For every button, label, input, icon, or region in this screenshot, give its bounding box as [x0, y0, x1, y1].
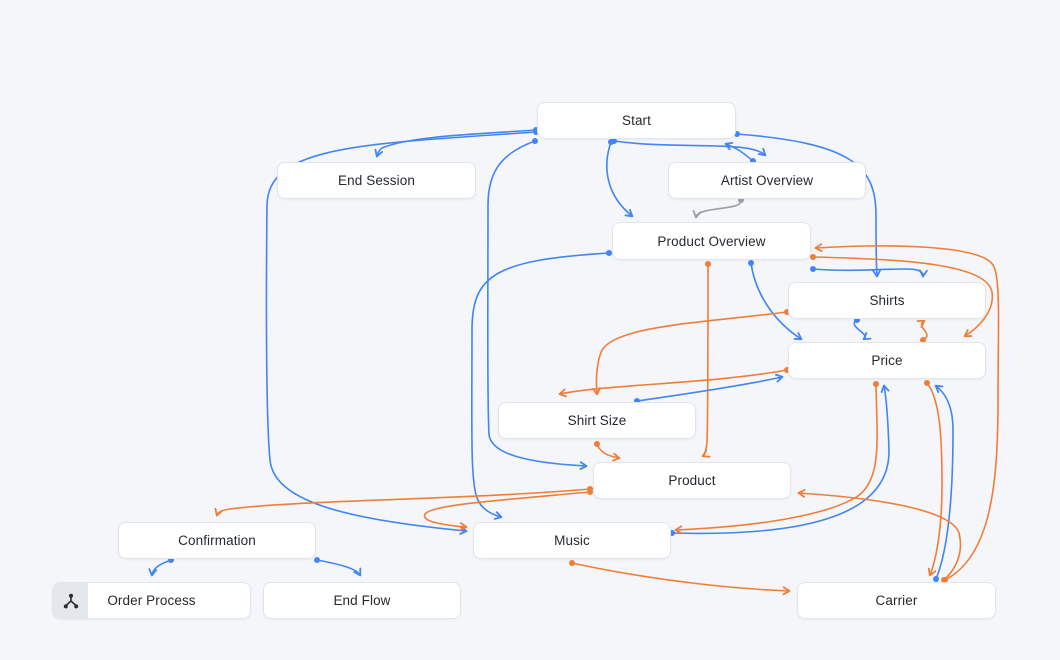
flow-node-confirmation[interactable]: Confirmation [118, 522, 316, 559]
node-label: Shirts [869, 293, 905, 308]
flow-node-end-session[interactable]: End Session [277, 162, 476, 199]
edge-product-overview-to-shirts[interactable] [812, 268, 928, 278]
edge-product-overview-to-price[interactable] [812, 256, 993, 338]
edge-source-dot [611, 138, 617, 144]
node-label: Confirmation [178, 533, 256, 548]
edge-start-to-music[interactable] [265, 131, 537, 535]
node-label: End Flow [333, 593, 391, 608]
edge-shirts-to-price[interactable] [853, 319, 872, 341]
node-label: Carrier [875, 593, 918, 608]
node-label: Shirt Size [567, 413, 627, 428]
edge-start-to-artist-overview[interactable] [613, 140, 767, 157]
subflow-icon [53, 583, 88, 618]
edge-artist-overview-to-start[interactable] [724, 141, 754, 162]
flow-node-order-process[interactable]: Order Process [52, 582, 251, 619]
node-label: Product [668, 473, 716, 488]
node-label: Start [621, 113, 651, 128]
edge-source-dot [810, 266, 816, 272]
edge-source-dot [532, 138, 538, 144]
edge-shirts-to-shirt-size[interactable] [592, 311, 788, 396]
edge-product-to-music[interactable] [423, 491, 591, 531]
edge-confirmation-to-end-flow[interactable] [316, 559, 362, 577]
flow-node-carrier[interactable]: Carrier [797, 582, 996, 619]
edge-source-dot [314, 557, 320, 563]
node-label: Artist Overview [720, 173, 814, 188]
flow-node-product-overview[interactable]: Product Overview [612, 222, 811, 260]
flow-node-shirt-size[interactable]: Shirt Size [498, 402, 696, 439]
flow-node-end-flow[interactable]: End Flow [263, 582, 461, 619]
edge-carrier-to-price[interactable] [934, 384, 954, 580]
edge-product-to-confirmation[interactable] [214, 488, 591, 517]
flow-node-artist-overview[interactable]: Artist Overview [668, 162, 866, 199]
edge-carrier-to-product[interactable] [797, 488, 962, 581]
edge-start-to-product[interactable] [486, 140, 588, 471]
flow-node-music[interactable]: Music [473, 522, 671, 559]
node-label: End Session [338, 173, 415, 188]
edge-music-to-carrier[interactable] [571, 562, 791, 596]
edge-source-dot [924, 380, 930, 386]
edge-source-dot [942, 577, 948, 583]
edge-source-dot [606, 250, 612, 256]
edge-confirmation-to-order-process[interactable] [148, 559, 172, 577]
node-label: Music [554, 533, 590, 548]
edge-product-overview-to-music[interactable] [470, 252, 610, 520]
edge-artist-overview-to-product-overview[interactable] [692, 199, 742, 219]
edge-product-overview-to-product[interactable] [701, 263, 711, 458]
edge-shirt-size-to-product[interactable] [596, 443, 621, 462]
edge-start-to-shirts[interactable] [736, 133, 881, 278]
edge-source-dot [705, 261, 711, 267]
node-label: Price [871, 353, 903, 368]
edge-source-dot [810, 254, 816, 260]
flow-node-product[interactable]: Product [593, 462, 791, 499]
flow-node-start[interactable]: Start [537, 102, 736, 139]
edge-source-dot [587, 489, 593, 495]
edge-product-overview-to-price[interactable] [750, 262, 803, 341]
edge-start-to-product-overview[interactable] [606, 141, 634, 218]
edge-music-to-price[interactable] [671, 384, 890, 535]
edge-source-dot [594, 441, 600, 447]
flow-node-price[interactable]: Price [788, 342, 986, 379]
edge-carrier-to-product-overview[interactable] [814, 243, 1000, 581]
node-label: Order Process [107, 593, 196, 608]
edge-source-dot [748, 260, 754, 266]
edge-source-dot [920, 337, 926, 343]
edge-source-dot [933, 576, 939, 582]
edge-price-to-shirt-size[interactable] [558, 369, 788, 398]
node-label: Product Overview [657, 233, 766, 249]
edge-start-to-end-session[interactable] [374, 129, 537, 158]
edge-price-to-carrier[interactable] [926, 382, 943, 577]
edge-shirt-size-to-price[interactable] [636, 373, 784, 402]
edge-source-dot [569, 560, 575, 566]
edge-price-to-music[interactable] [674, 383, 878, 535]
flow-node-shirts[interactable]: Shirts [788, 282, 986, 319]
edge-source-dot [873, 381, 879, 387]
